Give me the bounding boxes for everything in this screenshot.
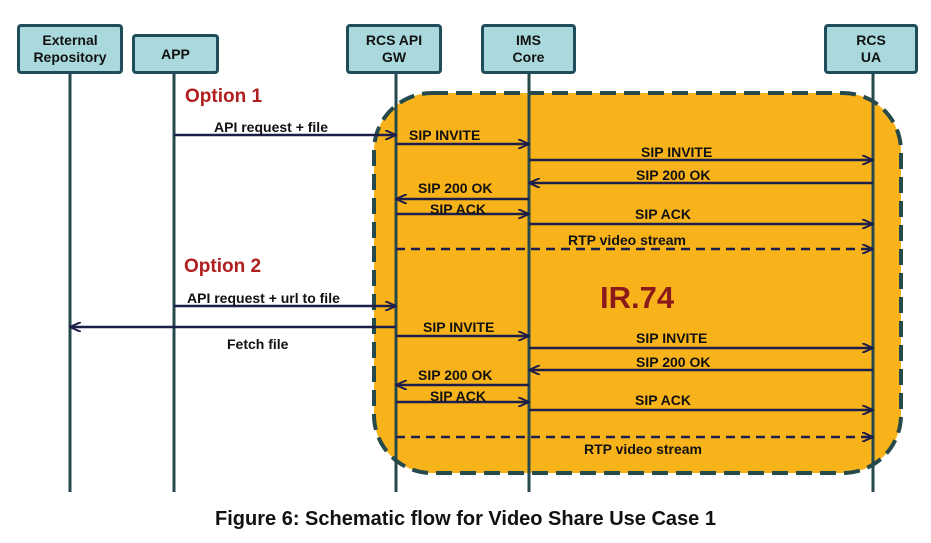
option-2-label: Option 2	[184, 256, 262, 277]
msg-label: SIP INVITE	[409, 127, 481, 143]
msg-label: RTP video stream	[568, 232, 687, 248]
msg-label: SIP 200 OK	[636, 354, 711, 370]
msg-label: SIP ACK	[635, 392, 692, 408]
option-1-label: Option 1	[185, 86, 263, 107]
msg-label: SIP INVITE	[641, 144, 713, 160]
msg-label: SIP 200 OK	[418, 367, 493, 383]
figure-caption: Figure 6: Schematic flow for Video Share…	[215, 508, 716, 530]
msg-label: SIP 200 OK	[418, 180, 493, 196]
msg-label: SIP ACK	[430, 201, 487, 217]
msg-label: API request + url to file	[187, 290, 340, 306]
actor-app: APP	[132, 34, 219, 74]
msg-label: SIP ACK	[430, 388, 487, 404]
msg-label: SIP INVITE	[423, 319, 495, 335]
actor-rcs-api-gw: RCS API GW	[346, 24, 442, 74]
ir74-label: IR.74	[600, 280, 675, 315]
msg-label: SIP INVITE	[636, 330, 708, 346]
ir74-region	[372, 91, 903, 475]
msg-label: RTP video stream	[584, 441, 703, 457]
msg-label: SIP ACK	[635, 206, 692, 222]
actor-ims-core: IMS Core	[481, 24, 576, 74]
actor-external-repository: External Repository	[17, 24, 123, 74]
msg-label: SIP 200 OK	[636, 167, 711, 183]
msg-label: API request + file	[214, 119, 328, 135]
actor-rcs-ua: RCS UA	[824, 24, 918, 74]
msg-label: Fetch file	[227, 336, 289, 352]
